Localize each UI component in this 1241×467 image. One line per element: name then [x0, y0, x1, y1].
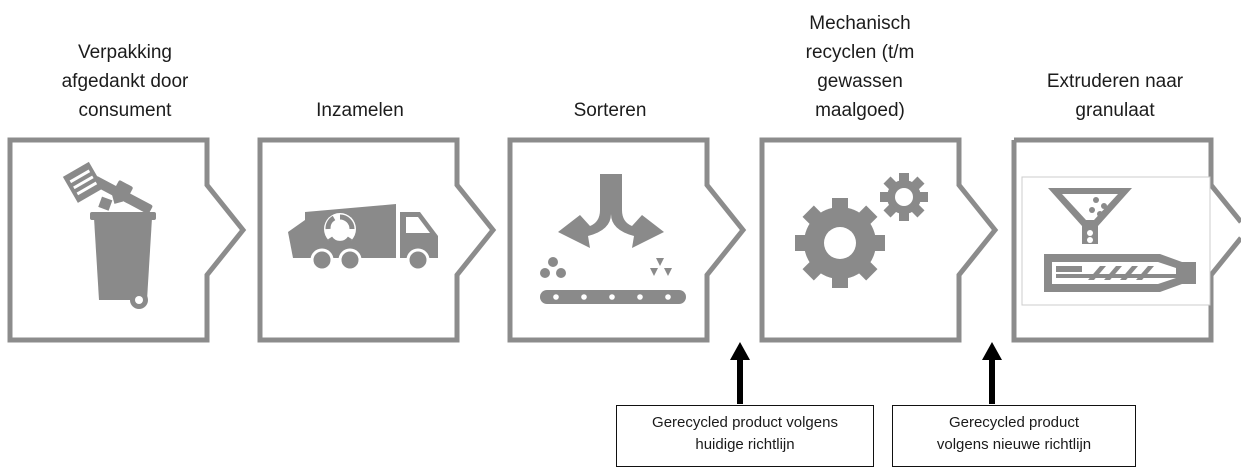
extruder-icon [1021, 176, 1211, 306]
note-new-guideline: Gerecycled product volgens nieuwe richtl… [892, 405, 1136, 467]
step-5-chevron [1011, 137, 1241, 343]
step-label-verpakking: Verpakking afgedankt door consument [61, 42, 189, 121]
recycling-truck-icon [288, 204, 438, 272]
step-label-mechanisch-recyclen: Mechanisch recyclen (t/m gewassen maalgo… [805, 13, 915, 121]
step-3-chevron [507, 137, 747, 343]
sorting-conveyor-icon [540, 174, 686, 304]
step-label-extruderen: Extruderen naar granulaat [1046, 71, 1184, 121]
trash-bin-icon [62, 161, 156, 309]
note-current-guideline: Gerecycled product volgens huidige richt… [616, 405, 874, 467]
gears-icon [795, 173, 928, 288]
arrow-up-right [982, 342, 1002, 404]
arrow-up-left [730, 342, 750, 404]
step-label-inzamelen: Inzamelen [316, 100, 404, 121]
step-label-sorteren: Sorteren [573, 100, 647, 121]
process-flow [7, 137, 1241, 343]
